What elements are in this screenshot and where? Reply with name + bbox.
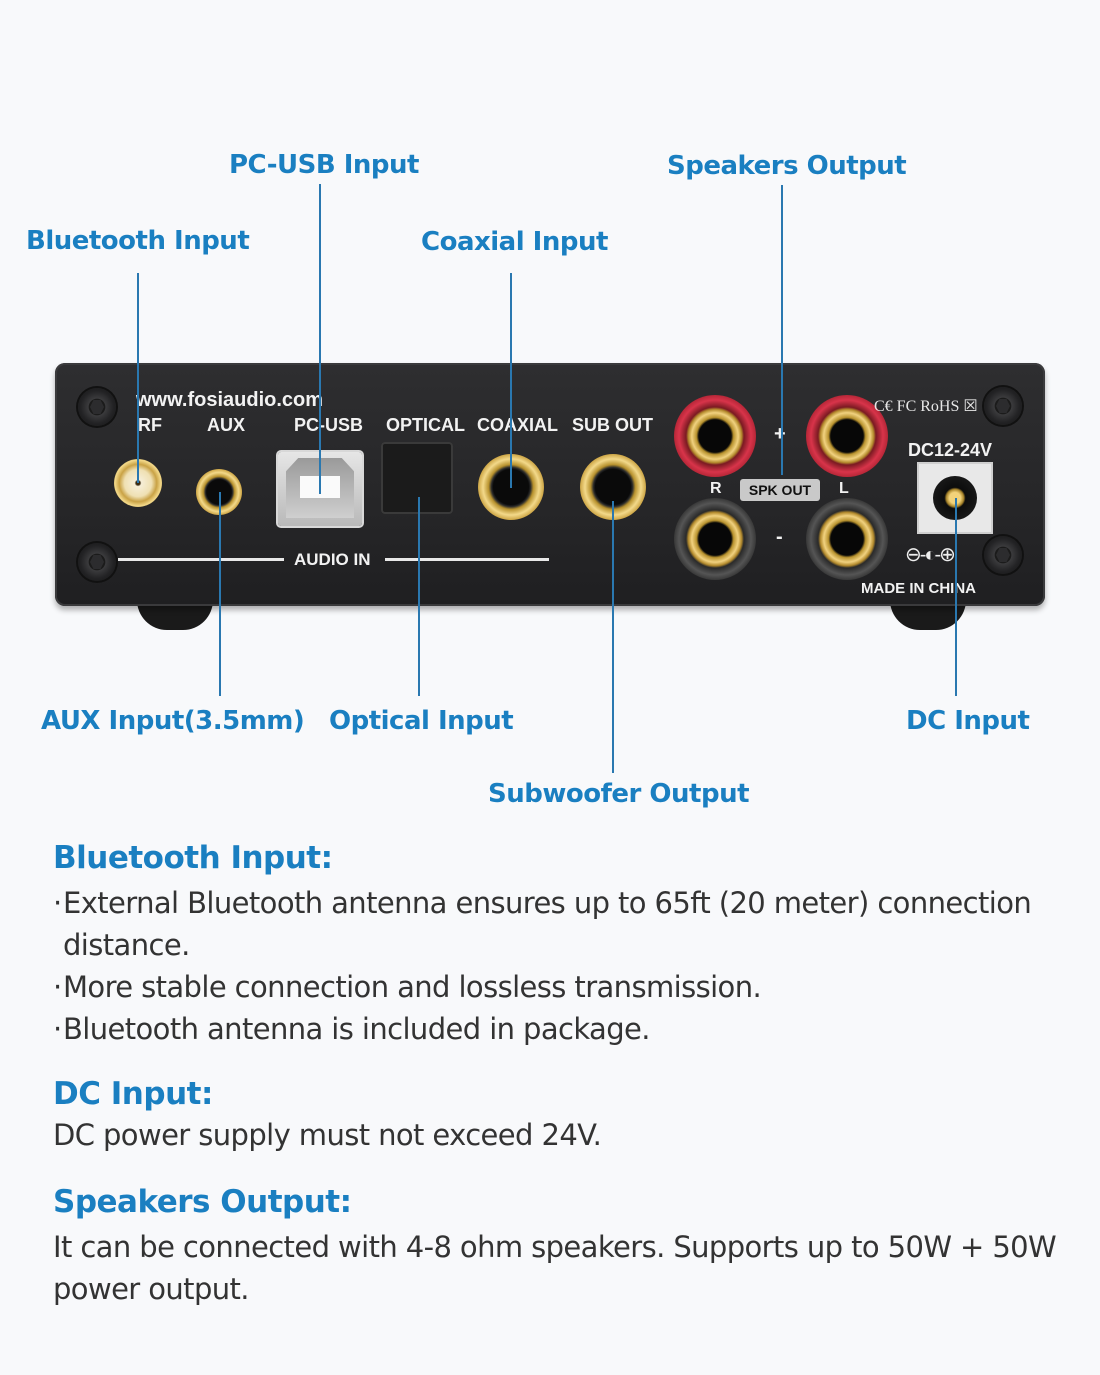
speaker-terminal-r-positive[interactable]: [674, 395, 756, 477]
section-title: DC Input:: [53, 1076, 213, 1112]
section-text: DC power supply must not exceed 24V.: [53, 1118, 602, 1152]
speaker-terminal-l-positive[interactable]: [806, 395, 888, 477]
callout-aux-input: AUX Input(3.5mm): [41, 706, 305, 736]
bullet-dot: ·: [53, 970, 63, 1004]
polarity-symbol: ⊖-◐-⊕: [905, 544, 956, 566]
port-label-aux: AUX: [207, 415, 246, 435]
leader-line-subwoofer: [612, 501, 614, 773]
callout-dc-input: DC Input: [906, 706, 1030, 736]
audio-in-rule-left: [118, 558, 284, 561]
bullet-item: · External Bluetooth antenna ensures up …: [53, 882, 1073, 966]
spk-out-badge: SPK OUT: [740, 479, 820, 501]
speaker-terminal-r-negative[interactable]: [674, 498, 756, 580]
leader-line-speakers: [781, 185, 783, 475]
bullet-dot: ·: [53, 886, 63, 920]
section-title: Speakers Output:: [53, 1184, 352, 1220]
speaker-terminal-l-negative[interactable]: [806, 498, 888, 580]
optical-port[interactable]: [381, 442, 453, 514]
audio-in-rule-right: [385, 558, 549, 561]
callout-bluetooth-input: Bluetooth Input: [26, 226, 250, 256]
bullet-dot: ·: [53, 1012, 63, 1046]
bullet-text: More stable connection and lossless tran…: [63, 970, 762, 1004]
minus-sign: -: [776, 526, 783, 548]
callout-speakers-output: Speakers Output: [667, 151, 907, 181]
port-label-pc-usb: PC-USB: [294, 415, 364, 435]
power-rating-label: DC12-24V: [908, 440, 993, 460]
callout-optical-input: Optical Input: [329, 706, 514, 736]
plus-sign: +: [774, 423, 786, 445]
bullet-text: Bluetooth antenna is included in package…: [63, 1012, 651, 1046]
section-text: It can be connected with 4-8 ohm speaker…: [53, 1230, 1057, 1306]
audio-in-label: AUDIO IN: [294, 550, 371, 569]
port-label-rf: RF: [138, 415, 162, 435]
bullet-item: · More stable connection and lossless tr…: [53, 966, 1073, 1008]
certification-marks: C€ FC RoHS ☒: [874, 398, 978, 415]
screw-icon: [984, 387, 1022, 425]
bullet-item: · Bluetooth antenna is included in packa…: [53, 1008, 1073, 1050]
screw-icon: [78, 388, 116, 426]
section-speakers-output: Speakers Output: It can be connected wit…: [53, 1184, 1073, 1310]
channel-l-label: L: [839, 480, 849, 497]
leader-line-pc-usb: [319, 184, 321, 494]
section-title: Bluetooth Input:: [53, 840, 333, 876]
port-label-coaxial: COAXIAL: [477, 415, 558, 435]
screw-icon: [984, 536, 1022, 574]
leader-line-dc: [955, 498, 957, 696]
section-bluetooth-input: Bluetooth Input: · External Bluetooth an…: [53, 840, 1073, 1050]
made-in-label: MADE IN CHINA: [861, 580, 976, 597]
callout-pc-usb-input: PC-USB Input: [229, 150, 419, 180]
section-dc-input: DC Input: DC power supply must not excee…: [53, 1076, 1073, 1156]
bullet-text: External Bluetooth antenna ensures up to…: [63, 886, 1032, 962]
leader-line-optical: [418, 497, 420, 696]
leader-line-bluetooth: [137, 273, 139, 483]
leader-line-aux: [219, 492, 221, 696]
port-label-sub-out: SUB OUT: [572, 415, 653, 435]
callout-coaxial-input: Coaxial Input: [421, 227, 608, 257]
website-label: www.fosiaudio.com: [136, 389, 324, 411]
callout-subwoofer-output: Subwoofer Output: [488, 779, 750, 809]
channel-r-label: R: [710, 480, 722, 497]
port-label-optical: OPTICAL: [386, 415, 465, 435]
screw-icon: [78, 543, 116, 581]
leader-line-coaxial: [510, 273, 512, 488]
